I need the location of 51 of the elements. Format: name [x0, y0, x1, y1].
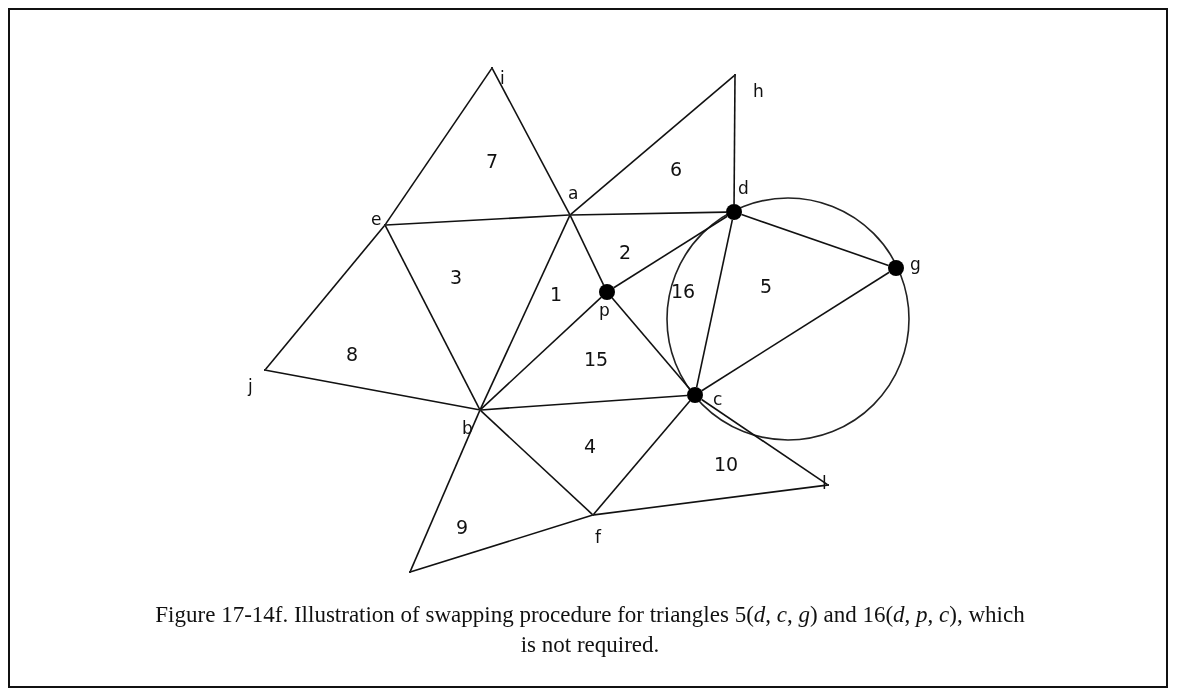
mesh-edge	[593, 484, 828, 516]
mesh-edge	[479, 409, 594, 516]
triangle-number: 5	[760, 277, 773, 296]
triangle-number: 6	[670, 160, 683, 179]
triangle-number: 9	[456, 518, 469, 537]
triangle-number: 8	[346, 345, 359, 364]
vertex-dot	[726, 204, 742, 220]
triangle-number: 2	[619, 243, 632, 262]
mesh-edge	[611, 297, 691, 390]
mesh-edge	[384, 68, 493, 225]
vertex-dot	[687, 387, 703, 403]
vertex-label: i	[500, 70, 505, 87]
vertex-label: e	[371, 211, 382, 228]
mesh-edge	[385, 214, 570, 226]
vertex-label: f	[595, 529, 601, 546]
mesh-edge	[480, 394, 688, 411]
triangle-number: 10	[714, 455, 739, 474]
mesh-edge	[491, 68, 571, 215]
mesh-edge	[569, 215, 605, 286]
mesh-edge	[265, 369, 480, 411]
mesh-edge	[409, 410, 481, 572]
triangle-number: 4	[584, 437, 597, 456]
mesh-edge	[479, 296, 602, 411]
mesh-edge	[700, 398, 828, 486]
mesh-edge	[733, 75, 736, 205]
triangle-number: 1	[550, 285, 563, 304]
mesh-edge	[479, 215, 571, 410]
mesh-edge	[410, 514, 593, 573]
mesh-edge	[570, 211, 727, 216]
vertex-label: j	[248, 378, 253, 395]
vertex-dot	[888, 260, 904, 276]
vertex-label: h	[753, 83, 764, 100]
mesh-edge	[569, 74, 736, 216]
vertex-label: c	[713, 391, 723, 408]
triangle-number: 16	[671, 282, 696, 301]
mesh-edge	[592, 400, 691, 516]
mesh-edge	[740, 213, 890, 267]
mesh-edge	[264, 224, 386, 371]
vertex-label: p	[599, 302, 610, 319]
mesh-edge	[695, 219, 734, 388]
triangle-number: 15	[584, 350, 609, 369]
vertex-label: d	[738, 180, 749, 197]
vertex-label: a	[568, 185, 579, 202]
mesh-edge	[384, 225, 481, 410]
triangle-number: 7	[486, 152, 499, 171]
triangle-number: 3	[450, 268, 463, 287]
mesh-edge	[700, 271, 891, 392]
vertex-dot	[599, 284, 615, 300]
vertex-label: g	[910, 256, 921, 273]
figure-caption: Figure 17-14f. Illustration of swapping procedure for triangles 5(d, c, g) and 16(d, p, c), which is not required.	[154, 601, 1026, 659]
mesh-edge	[612, 215, 729, 289]
